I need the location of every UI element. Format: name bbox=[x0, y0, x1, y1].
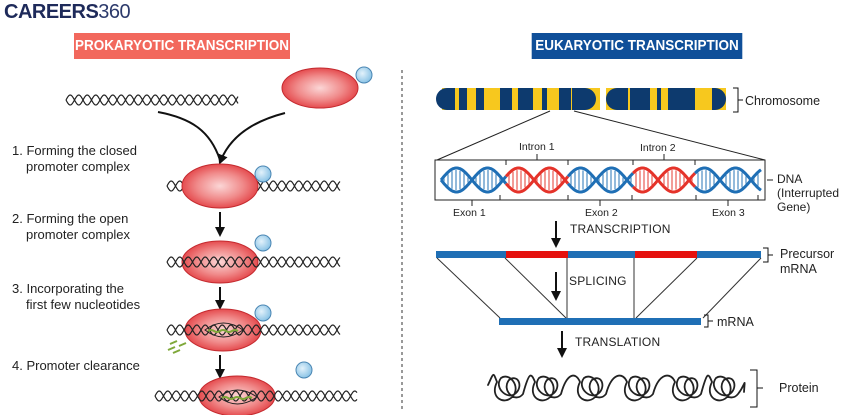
mrna-label: mRNA bbox=[717, 315, 754, 329]
dna-label: DNA (Interrupted Gene) bbox=[777, 172, 839, 214]
rna-polymerase bbox=[181, 163, 259, 209]
abortive-rna-fragments bbox=[167, 340, 187, 354]
dna-strand bbox=[566, 166, 635, 194]
convergence-arrow-left bbox=[157, 111, 221, 161]
step-2-label: 2. Forming the open promoter complex bbox=[12, 211, 130, 243]
chromosome-bracket bbox=[733, 87, 743, 113]
dna-strand bbox=[439, 166, 508, 194]
protein-chain bbox=[487, 373, 746, 402]
rna-polymerase bbox=[181, 240, 259, 284]
precursor-exon-1 bbox=[436, 251, 506, 258]
intron-1-label: Intron 1 bbox=[519, 141, 555, 153]
chromosome-label: Chromosome bbox=[745, 94, 821, 108]
dna-label-line-3: Gene) bbox=[777, 200, 811, 214]
transcription-label: TRANSCRIPTION bbox=[570, 222, 671, 236]
precursor-bracket bbox=[763, 247, 773, 263]
sigma-factor bbox=[254, 304, 272, 322]
interrupted-gene-dna bbox=[439, 166, 762, 194]
precursor-intron-1 bbox=[506, 251, 568, 258]
nascent-rna bbox=[221, 396, 253, 400]
dna-strand bbox=[504, 166, 570, 194]
dna-label-line-1: DNA bbox=[777, 172, 803, 186]
eukaryotic-title: EUKARYOTIC TRANSCRIPTION bbox=[531, 33, 743, 59]
released-sigma-factor bbox=[295, 361, 313, 379]
sigma-factor bbox=[355, 66, 373, 84]
logo-bold-text: CAREERS bbox=[4, 1, 99, 23]
precursor-exon-2 bbox=[568, 251, 635, 258]
nascent-rna bbox=[207, 329, 239, 333]
step-3-label: 3. Incorporating the first few nucleotid… bbox=[12, 281, 140, 313]
dna-strand bbox=[166, 256, 341, 268]
careers360-logo[interactable]: CAREERS360 bbox=[4, 1, 131, 23]
precursor-exon-3 bbox=[697, 251, 761, 258]
elongation-complex bbox=[154, 361, 358, 415]
mrna-bracket bbox=[704, 314, 713, 328]
exon-3-label: Exon 3 bbox=[712, 207, 745, 219]
step-2-line-1: 2. Forming the open bbox=[12, 211, 129, 226]
exon-1-label: Exon 1 bbox=[453, 207, 486, 219]
protein-coil bbox=[487, 373, 746, 402]
dna-strand bbox=[439, 166, 508, 194]
initiation-complex bbox=[166, 304, 341, 354]
translation-label: TRANSLATION bbox=[575, 335, 661, 349]
splicing-label: SPLICING bbox=[569, 274, 627, 288]
chromosome bbox=[436, 88, 726, 110]
dna-strand bbox=[693, 166, 762, 194]
open-complex bbox=[166, 234, 341, 284]
precursor-label-line-2: mRNA bbox=[780, 262, 817, 276]
free-dna bbox=[65, 94, 239, 106]
dna-strand bbox=[65, 94, 239, 106]
step-1-line-1: 1. Forming the closed bbox=[12, 143, 138, 158]
transcription-bubble bbox=[204, 322, 244, 338]
dna-strand bbox=[631, 166, 697, 194]
prokaryotic-title: PROKARYOTIC TRANSCRIPTION bbox=[74, 33, 290, 59]
dna-label-line-2: (Interrupted bbox=[777, 186, 840, 200]
step-1-label: 1. Forming the closed promoter complex bbox=[12, 143, 137, 175]
step-3-line-2: first few nucleotides bbox=[26, 297, 141, 312]
dna-strand bbox=[693, 166, 762, 194]
exon-2-label: Exon 2 bbox=[585, 207, 618, 219]
dna-strand bbox=[566, 166, 635, 194]
step-1-line-2: promoter complex bbox=[26, 159, 131, 174]
dna-strand bbox=[65, 94, 239, 106]
rna-polymerase bbox=[198, 375, 276, 415]
sigma-factor bbox=[254, 234, 272, 252]
step-4-label: 4. Promoter clearance bbox=[12, 358, 140, 374]
precursor-label-line-1: Precursor bbox=[780, 247, 835, 261]
zoom-line-left bbox=[436, 110, 551, 161]
protein-bracket bbox=[750, 369, 763, 408]
protein-label: Protein bbox=[779, 381, 819, 395]
precursor-mrna-label: Precursor mRNA bbox=[780, 247, 834, 277]
dna-strand bbox=[166, 324, 341, 336]
dna-strand bbox=[631, 166, 697, 194]
intron-2-label: Intron 2 bbox=[640, 142, 676, 154]
dna-region-ticks bbox=[471, 154, 759, 206]
mature-mrna bbox=[499, 318, 701, 325]
closed-complex bbox=[166, 163, 341, 209]
zoom-line-right bbox=[573, 110, 766, 161]
step-2-line-2: promoter complex bbox=[26, 227, 131, 242]
step-3-line-1: 3. Incorporating the bbox=[12, 281, 125, 296]
dna-strand bbox=[504, 166, 570, 194]
splicing-lines bbox=[436, 257, 762, 319]
logo-number-text: 360 bbox=[98, 1, 131, 23]
step-4-line-1: 4. Promoter clearance bbox=[12, 358, 140, 373]
rna-polymerase bbox=[281, 67, 359, 109]
sigma-factor bbox=[254, 165, 272, 183]
transcription-bubble bbox=[218, 389, 258, 405]
precursor-intron-2 bbox=[635, 251, 697, 258]
convergence-arrow-right bbox=[218, 112, 286, 165]
